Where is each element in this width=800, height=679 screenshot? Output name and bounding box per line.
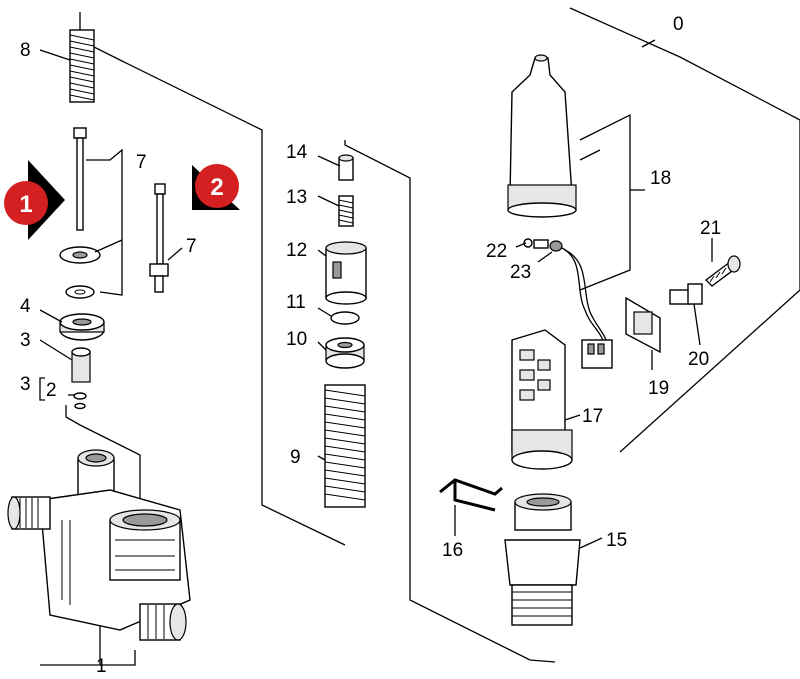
label-part-9: 9 bbox=[290, 447, 301, 468]
part-8-spring bbox=[39, 29, 95, 103]
label-part-22: 22 bbox=[486, 241, 507, 262]
part-21-screw bbox=[704, 238, 741, 287]
part-7b-pin bbox=[149, 183, 183, 293]
label-part-23: 23 bbox=[510, 262, 531, 283]
part-4-nut bbox=[39, 309, 105, 341]
label-part-8: 8 bbox=[20, 40, 31, 61]
label-part-7b: 7 bbox=[186, 236, 197, 257]
part-12-piston bbox=[317, 241, 367, 305]
part-11-o-ring bbox=[317, 307, 360, 325]
part-22-23-sensor bbox=[515, 238, 609, 346]
part-3-sleeve bbox=[39, 339, 141, 540]
label-part-14: 14 bbox=[286, 142, 308, 163]
label-part-12: 12 bbox=[286, 240, 307, 261]
part-16-clip bbox=[439, 478, 503, 536]
part-connector bbox=[581, 339, 613, 369]
label-part-19: 19 bbox=[648, 378, 669, 399]
part-18-float-housing bbox=[507, 54, 645, 291]
part-13-spring bbox=[317, 195, 354, 227]
part-14-cap bbox=[317, 154, 354, 181]
part-10-seal bbox=[317, 337, 365, 369]
marker-1: 1 bbox=[4, 160, 65, 240]
part-19-bracket bbox=[625, 296, 661, 370]
label-part-1: 1 bbox=[96, 656, 107, 677]
label-part-18: 18 bbox=[650, 168, 671, 189]
part-17-housing bbox=[511, 329, 581, 470]
part-15-coupling bbox=[504, 493, 603, 626]
label-part-0: 0 bbox=[673, 14, 684, 35]
label-part-13: 13 bbox=[286, 187, 307, 208]
label-part-3b: 3 bbox=[20, 374, 31, 395]
label-part-15: 15 bbox=[606, 530, 627, 551]
label-part-11: 11 bbox=[286, 292, 306, 313]
label-part-16: 16 bbox=[442, 540, 463, 561]
label-part-20: 20 bbox=[688, 349, 709, 370]
label-part-2: 2 bbox=[46, 380, 57, 401]
marker-1-label: 1 bbox=[19, 191, 32, 218]
label-part-10: 10 bbox=[286, 329, 307, 350]
marker-2: 2 bbox=[192, 164, 240, 210]
part-1-valve-body bbox=[7, 449, 191, 641]
label-part-3a: 3 bbox=[20, 330, 31, 351]
label-part-7a: 7 bbox=[136, 152, 147, 173]
part-20-pin bbox=[669, 283, 703, 346]
part-7a-pin bbox=[59, 127, 123, 299]
label-part-17: 17 bbox=[582, 406, 603, 427]
marker-2-label: 2 bbox=[210, 174, 223, 201]
label-part-21: 21 bbox=[700, 218, 721, 239]
label-part-4: 4 bbox=[20, 296, 31, 317]
part-labels: 0 1 2 3 3 4 7 7 8 9 10 11 12 13 14 15 16… bbox=[20, 14, 721, 677]
part-9-spring bbox=[317, 384, 366, 508]
